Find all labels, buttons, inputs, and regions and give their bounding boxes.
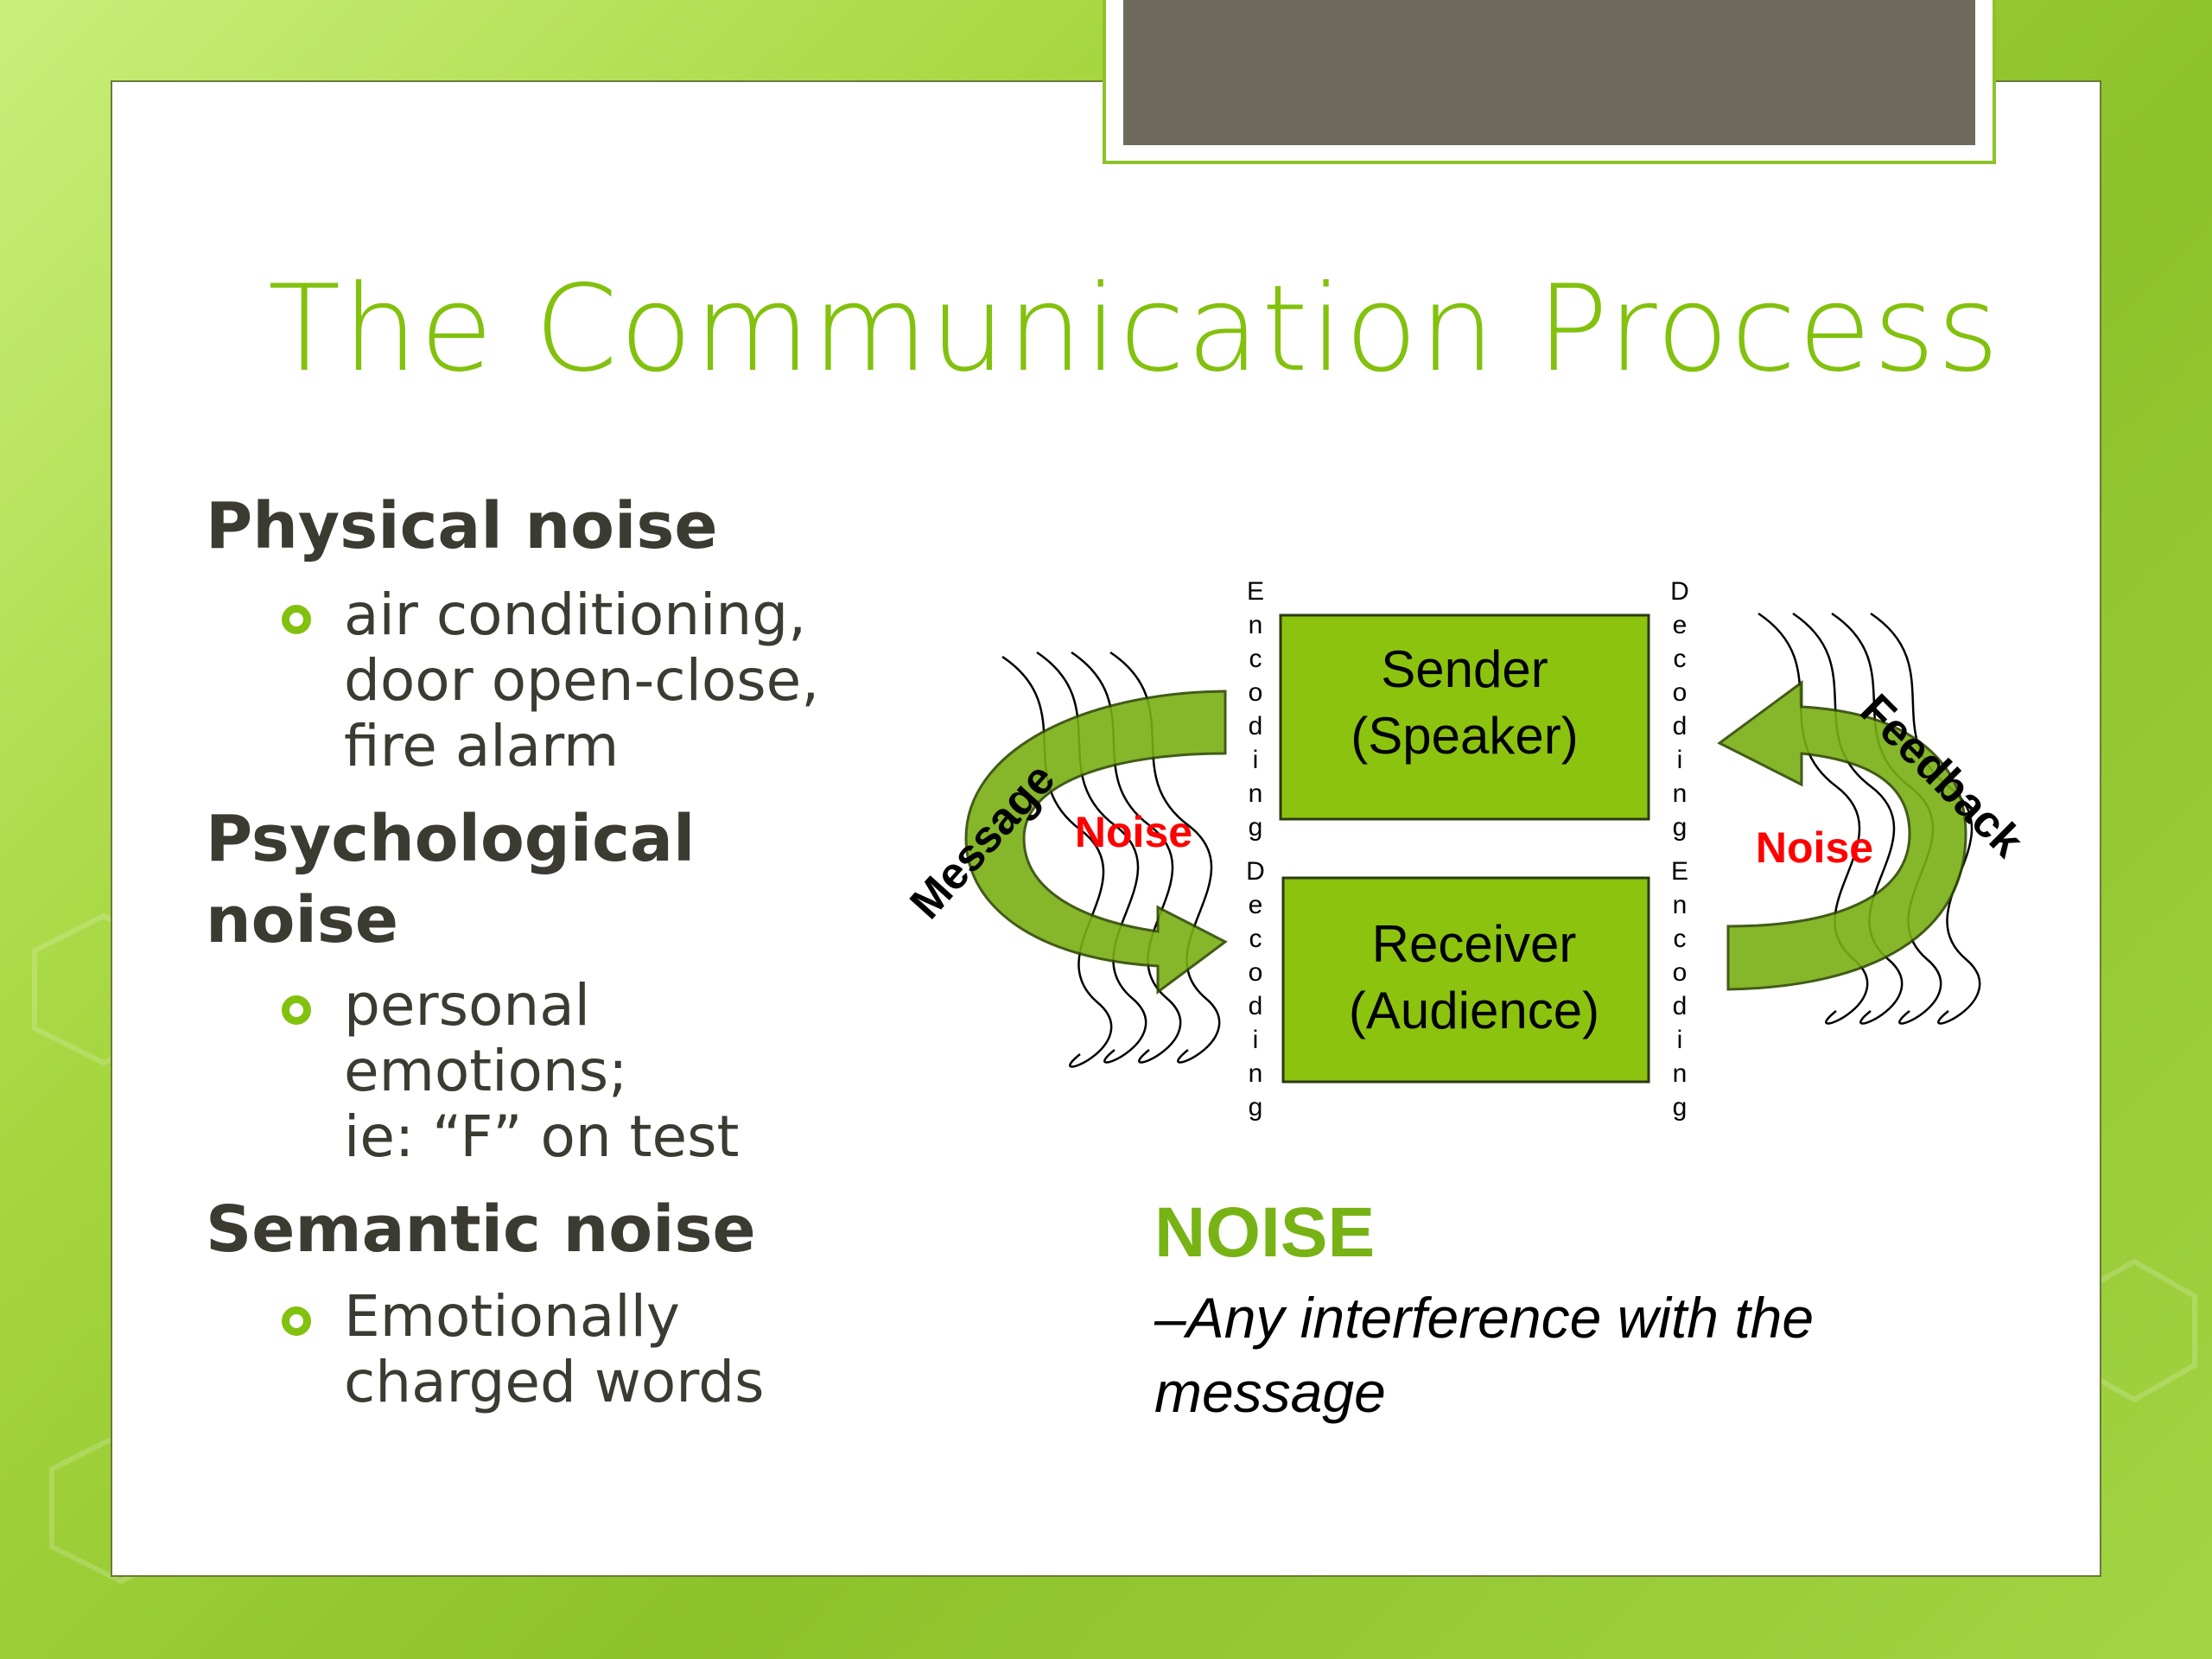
noise-label-left: Noise: [1075, 808, 1192, 856]
sender-box: [1279, 613, 1650, 821]
heading-physical-noise: Physical noise: [206, 489, 718, 563]
bullet-icon: [282, 995, 311, 1025]
bullet-semantic-noise: Emotionally charged words: [344, 1283, 765, 1415]
sender-sublabel: (Speaker): [1351, 707, 1578, 765]
noise-label-right: Noise: [1756, 823, 1873, 872]
header-tab: [1123, 0, 1975, 145]
receiver-box: [1281, 876, 1650, 1084]
heading-semantic-noise: Semantic noise: [206, 1192, 756, 1267]
vertical-left-bottom: Decoding: [1242, 857, 1270, 1127]
slide-panel: [111, 80, 2101, 1577]
noise-title: NOISE: [1154, 1193, 1376, 1272]
bullet-psychological-noise: personal emotions; ie: “F” on test: [344, 972, 740, 1170]
bullet-physical-noise: air conditioning, door open-close, fire …: [344, 582, 820, 779]
slide-title: The Communication Process: [268, 259, 2001, 398]
receiver-sublabel: (Audience): [1349, 982, 1599, 1039]
noise-definition: –Any interference with the message: [1154, 1286, 1815, 1424]
sender-label: Sender: [1381, 640, 1548, 698]
vertical-right-top: Decoding: [1666, 577, 1694, 847]
bullet-icon: [282, 1306, 311, 1336]
feedback-arrow: [1717, 680, 1967, 991]
bullet-icon: [282, 605, 311, 634]
vertical-left-top: Encoding: [1242, 577, 1270, 847]
vertical-right-bottom: Encoding: [1666, 857, 1694, 1127]
heading-psychological-noise: Psychological noise: [206, 802, 696, 957]
receiver-label: Receiver: [1372, 915, 1577, 973]
message-arrow: [964, 690, 1228, 995]
